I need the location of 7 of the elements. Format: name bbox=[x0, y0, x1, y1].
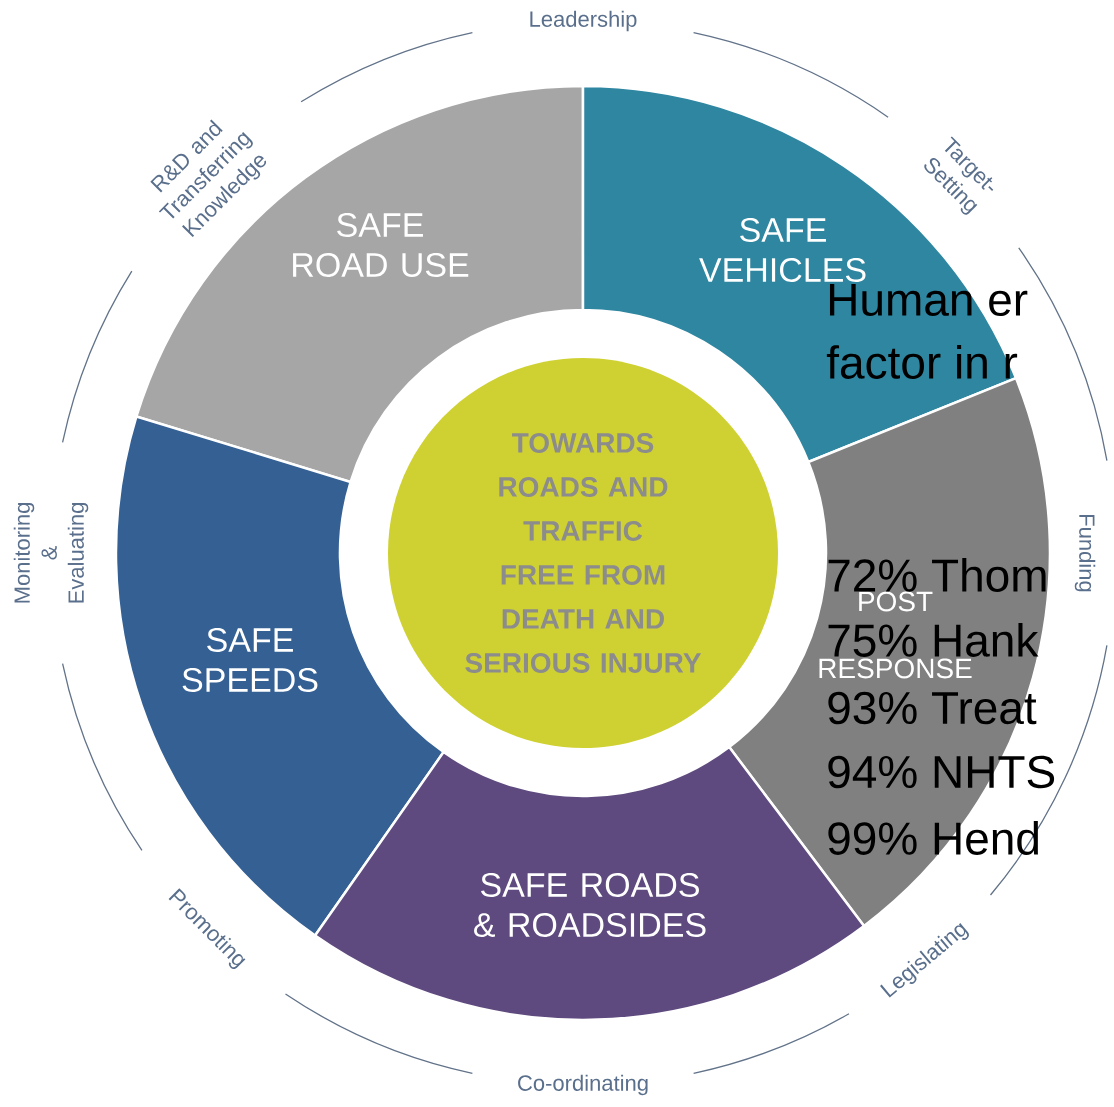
ring-label: Leadership bbox=[530, 10, 637, 32]
overlay-text: 72% Thom bbox=[828, 558, 1046, 592]
overlay-text: Human er bbox=[830, 283, 1028, 317]
overlay-text: 75% Hank bbox=[828, 623, 1039, 657]
ring-label: Funding bbox=[1074, 515, 1096, 592]
ring-label: Monitoring & Evaluating bbox=[13, 503, 89, 603]
ring-label: Co-ordinating bbox=[518, 1074, 648, 1096]
